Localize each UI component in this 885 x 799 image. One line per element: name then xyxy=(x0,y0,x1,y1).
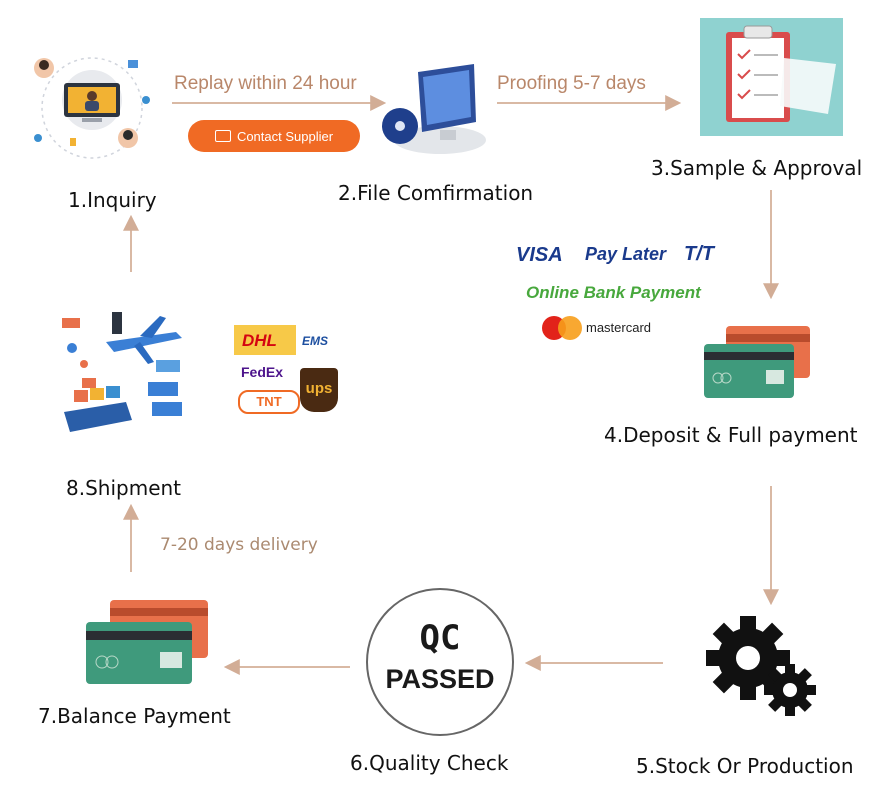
computer-icon xyxy=(382,64,486,154)
step-2-label: 2.File Comfirmation xyxy=(338,181,534,205)
contact-supplier-label: Contact Supplier xyxy=(236,128,334,144)
mastercard-label: mastercard xyxy=(586,320,652,335)
passed-text: PASSED xyxy=(385,664,495,694)
fedex-logo: FedEx xyxy=(241,364,284,380)
step-1-label: 1.Inquiry xyxy=(68,188,157,212)
step-8-label: 8.Shipment xyxy=(66,476,182,500)
visa-logo: VISA xyxy=(516,244,563,266)
ups-logo: ups xyxy=(300,368,338,412)
contact-supplier-button[interactable]: Contact Supplier xyxy=(188,120,360,152)
step-7-label: 7.Balance Payment xyxy=(38,704,231,728)
gears-icon xyxy=(706,616,816,716)
mastercard-icon xyxy=(542,316,582,340)
tt-logo: T/T xyxy=(684,243,714,265)
delivery-time-caption: 7-20 days delivery xyxy=(160,535,318,555)
online-bank-logo: Online Bank Payment xyxy=(526,283,701,302)
qc-passed-stamp: QC PASSED xyxy=(366,588,514,736)
inquiry-illustration xyxy=(34,57,150,159)
payment-cards-icon xyxy=(704,326,810,398)
ems-logo: EMS xyxy=(302,334,329,348)
step-6-label: 6.Quality Check xyxy=(350,751,509,775)
shipment-illustration xyxy=(62,312,182,432)
step-4-label: 4.Deposit & Full payment xyxy=(604,423,858,447)
balance-cards-icon xyxy=(86,600,208,684)
clipboard-icon xyxy=(700,18,843,136)
qc-text: QC xyxy=(419,618,461,658)
proofing-time-caption: Proofing 5-7 days xyxy=(497,73,646,94)
mail-icon xyxy=(214,130,231,142)
reply-time-caption: Replay within 24 hour xyxy=(174,73,357,94)
step-3-label: 3.Sample & Approval xyxy=(651,156,863,180)
tnt-logo: TNT xyxy=(238,390,300,414)
dhl-logo: DHL xyxy=(234,325,296,355)
step-5-label: 5.Stock Or Production xyxy=(636,754,854,778)
pay-later-logo: Pay Later xyxy=(585,244,667,264)
dhl-label: DHL xyxy=(242,331,277,350)
